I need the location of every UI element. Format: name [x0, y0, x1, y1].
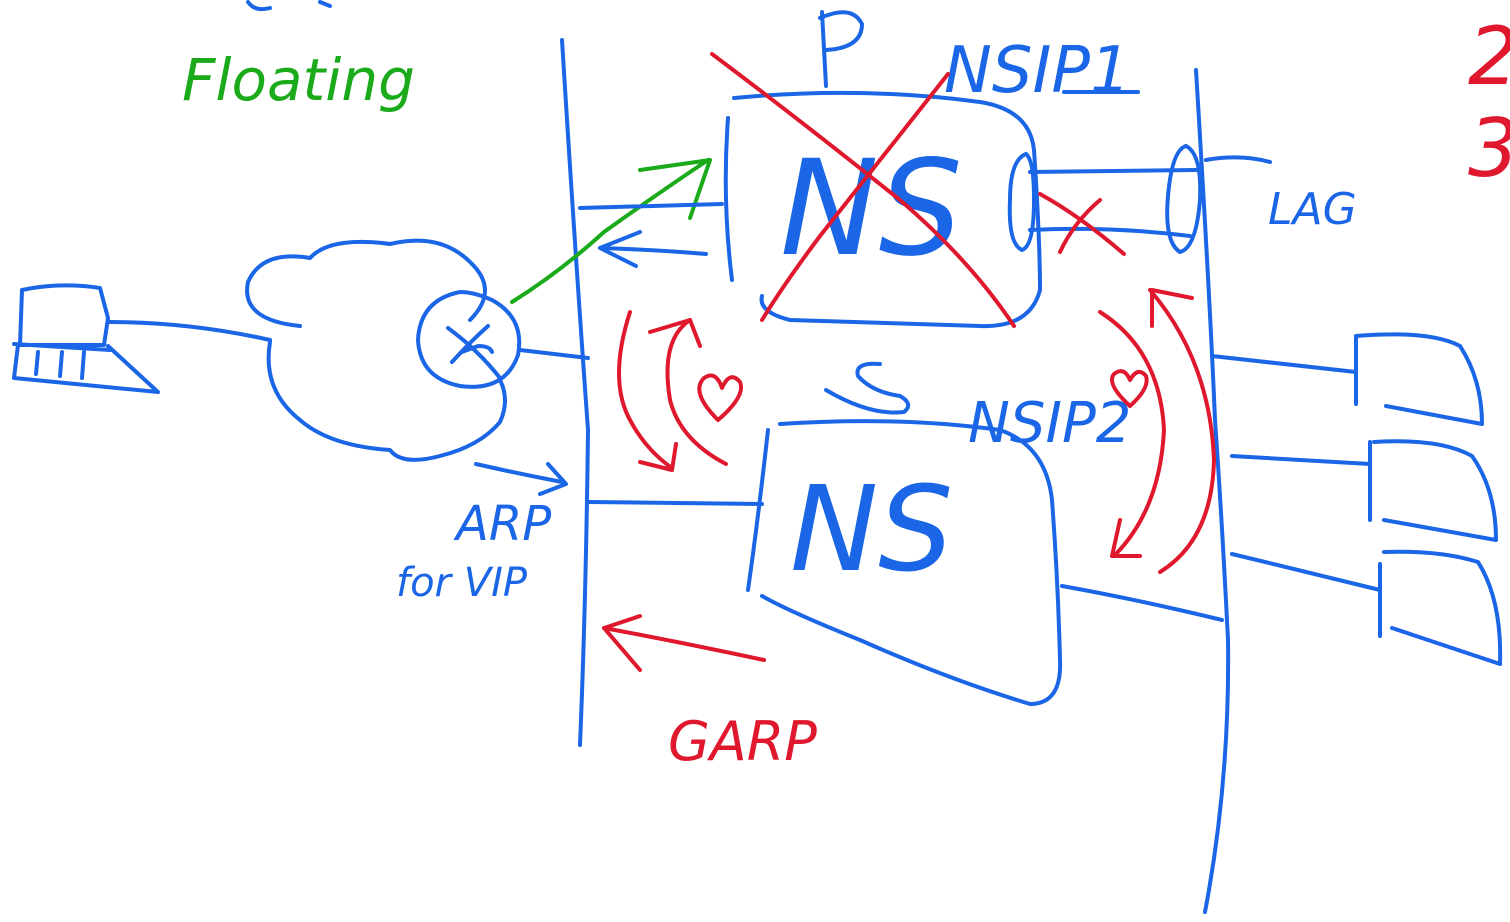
green-arrow — [510, 158, 712, 304]
lag-port-right — [1165, 144, 1203, 254]
router-to-switch-link — [518, 348, 590, 360]
heartbeat-arrows-left — [617, 310, 728, 472]
heartbeat-arrows-right — [1098, 288, 1216, 574]
primary-ns-box — [723, 90, 1042, 329]
heart-icon — [697, 373, 743, 422]
garp-arrow — [602, 614, 766, 672]
secondary-ns-text: NS — [790, 460, 953, 598]
nsip2-label: NSIP2 — [968, 391, 1131, 456]
server-link-3 — [1230, 552, 1382, 592]
primary-label: P — [800, 52, 807, 63]
margin-number-2: 2 — [1468, 10, 1510, 103]
garp-label: GARP — [668, 710, 817, 773]
server-link-1 — [1210, 354, 1358, 374]
lag-callout — [1204, 155, 1272, 164]
left-switch-line — [560, 38, 590, 747]
lag-link-lower — [1028, 226, 1192, 238]
arp-label: ARP — [453, 496, 551, 552]
server-icon — [1354, 332, 1484, 426]
secondary-s-glyph — [824, 361, 911, 415]
secondary-ns-link-right — [1060, 584, 1224, 622]
lag-port-left — [1007, 152, 1036, 252]
primary-p-glyph — [818, 10, 864, 88]
right-switch-line — [1194, 68, 1231, 914]
lag-link-upper — [1028, 168, 1198, 174]
server-icon-2 — [1368, 439, 1498, 542]
margin-number-3: 3 — [1468, 102, 1510, 195]
laptop-to-cloud-link — [108, 320, 272, 342]
secondary-label: S — [860, 392, 867, 403]
server-icon-3 — [1378, 549, 1503, 666]
lag-failed-x-icon — [1038, 192, 1126, 256]
router-icon — [416, 290, 522, 389]
cloud-icon — [245, 238, 507, 462]
cut-off-header-scribble — [246, 0, 332, 12]
secondary-ns-link-left — [586, 500, 764, 506]
top-ns-link-upper — [578, 202, 724, 210]
arrow-head-left — [598, 230, 642, 268]
for-vip-label: for VIP — [396, 560, 528, 606]
primary-ns-text: NS — [780, 132, 963, 286]
heart-icon-right — [1110, 369, 1149, 408]
top-ns-link-lower — [598, 246, 708, 256]
arp-arrow — [474, 462, 568, 496]
floating-label: Floating — [182, 46, 415, 114]
lag-label: LAG — [1268, 184, 1357, 235]
server-link-2 — [1230, 454, 1372, 466]
secondary-ns-box — [746, 419, 1063, 706]
laptop-icon — [12, 283, 160, 394]
primary-failed-x-icon — [710, 52, 1016, 328]
nsip1-label: NSIP1 — [944, 34, 1131, 108]
